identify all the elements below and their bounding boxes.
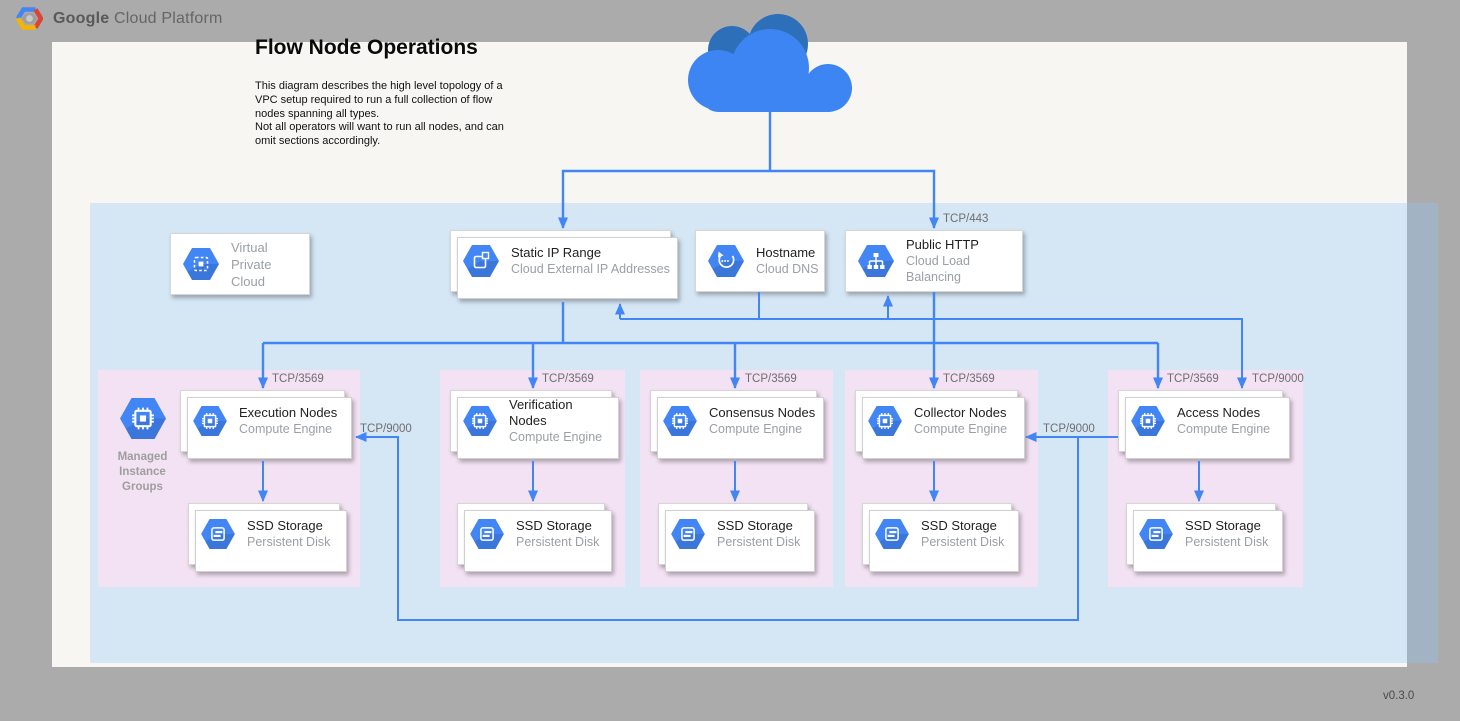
diagram-description: This diagram describes the high level to… <box>255 80 504 148</box>
card-subtitle: Cloud Load Balancing <box>906 254 970 284</box>
card-title: Virtual Private Cloud <box>231 239 272 289</box>
port-label-collector-3569: TCP/3569 <box>943 373 995 385</box>
card-subtitle: Persistent Disk <box>921 535 1005 549</box>
card-title: SSD Storage <box>717 518 793 533</box>
card-title: Execution Nodes <box>239 405 338 420</box>
card-subtitle: Compute Engine <box>509 430 603 444</box>
card-title: Access Nodes <box>1177 405 1261 420</box>
managed-instance-groups: Managed Instance Groups <box>100 397 185 495</box>
card-static-ip-range[interactable]: Static IP Range Cloud External IP Addres… <box>450 230 678 299</box>
managed-instance-groups-icon <box>118 397 167 440</box>
card-subtitle: Compute Engine <box>914 422 1008 436</box>
external-ip-icon <box>463 245 499 277</box>
card-subtitle: Persistent Disk <box>1185 535 1269 549</box>
brand-cloud-platform: Cloud Platform <box>113 9 223 27</box>
card-subtitle: Cloud DNS <box>756 262 819 276</box>
compute-engine-icon <box>1131 406 1165 436</box>
card-execution-nodes[interactable]: Execution Nodes Compute Engine <box>180 390 352 459</box>
page-title: Flow Node Operations <box>255 36 478 59</box>
card-subtitle: Persistent Disk <box>516 535 600 549</box>
card-title: Hostname <box>756 245 816 260</box>
card-collector-nodes[interactable]: Collector Nodes Compute Engine <box>855 390 1025 459</box>
card-subtitle: Persistent Disk <box>247 535 331 549</box>
card-virtual-private-cloud[interactable]: Virtual Private Cloud <box>170 233 310 295</box>
card-title: SSD Storage <box>1185 518 1261 533</box>
card-title: SSD Storage <box>921 518 997 533</box>
gcp-header: Google Cloud Platform <box>16 6 223 31</box>
version-label: v0.3.0 <box>1383 690 1415 702</box>
port-label-execution-3569: TCP/3569 <box>272 373 324 385</box>
persistent-disk-icon <box>201 519 235 549</box>
port-label-access-9000: TCP/9000 <box>1252 373 1304 385</box>
compute-engine-icon <box>663 406 697 436</box>
port-label-collector-9000: TCP/9000 <box>1043 423 1095 435</box>
card-title: Collector Nodes <box>914 405 1007 420</box>
card-subtitle: Compute Engine <box>239 422 333 436</box>
persistent-disk-icon <box>470 519 504 549</box>
dns-icon <box>708 245 744 277</box>
compute-engine-icon <box>463 406 497 436</box>
persistent-disk-icon <box>1139 519 1173 549</box>
brand-google: Google <box>53 9 110 27</box>
vpc-icon <box>183 248 219 280</box>
port-label-verification-3569: TCP/3569 <box>542 373 594 385</box>
port-label-access-3569: TCP/3569 <box>1167 373 1219 385</box>
compute-engine-icon <box>868 406 902 436</box>
card-title: SSD Storage <box>247 518 323 533</box>
card-ssd-storage-collector[interactable]: SSD Storage Persistent Disk <box>862 503 1019 572</box>
card-verification-nodes[interactable]: Verification Nodes Compute Engine <box>450 390 619 459</box>
card-title: Verification Nodes <box>509 397 573 428</box>
persistent-disk-icon <box>875 519 909 549</box>
port-label-execution-9000: TCP/9000 <box>360 423 412 435</box>
card-subtitle: Persistent Disk <box>717 535 801 549</box>
card-title: Static IP Range <box>511 245 602 260</box>
card-title: Consensus Nodes <box>709 405 816 420</box>
persistent-disk-icon <box>671 519 705 549</box>
card-public-http[interactable]: Public HTTP Cloud Load Balancing <box>845 230 1023 292</box>
load-balancer-icon <box>858 245 894 277</box>
card-hostname[interactable]: Hostname Cloud DNS <box>695 230 825 292</box>
card-subtitle: Compute Engine <box>709 422 803 436</box>
card-title: SSD Storage <box>516 518 592 533</box>
card-ssd-storage-access[interactable]: SSD Storage Persistent Disk <box>1126 503 1283 572</box>
card-title: Public HTTP <box>906 237 979 252</box>
card-subtitle: Compute Engine <box>1177 422 1271 436</box>
compute-engine-icon <box>193 406 227 436</box>
brand-text: Google Cloud Platform <box>53 10 223 28</box>
port-label-consensus-3569: TCP/3569 <box>745 373 797 385</box>
card-access-nodes[interactable]: Access Nodes Compute Engine <box>1118 390 1290 459</box>
managed-instance-groups-label: Managed Instance Groups <box>117 451 168 493</box>
internet-cloud-icon <box>688 14 852 112</box>
gcp-logo-icon <box>16 7 43 30</box>
port-label-https: TCP/443 <box>943 213 989 225</box>
card-ssd-storage-verification[interactable]: SSD Storage Persistent Disk <box>457 503 612 572</box>
card-subtitle: Cloud External IP Addresses <box>511 262 670 276</box>
card-consensus-nodes[interactable]: Consensus Nodes Compute Engine <box>650 390 824 459</box>
card-ssd-storage-consensus[interactable]: SSD Storage Persistent Disk <box>658 503 815 572</box>
card-ssd-storage-execution[interactable]: SSD Storage Persistent Disk <box>188 503 347 572</box>
